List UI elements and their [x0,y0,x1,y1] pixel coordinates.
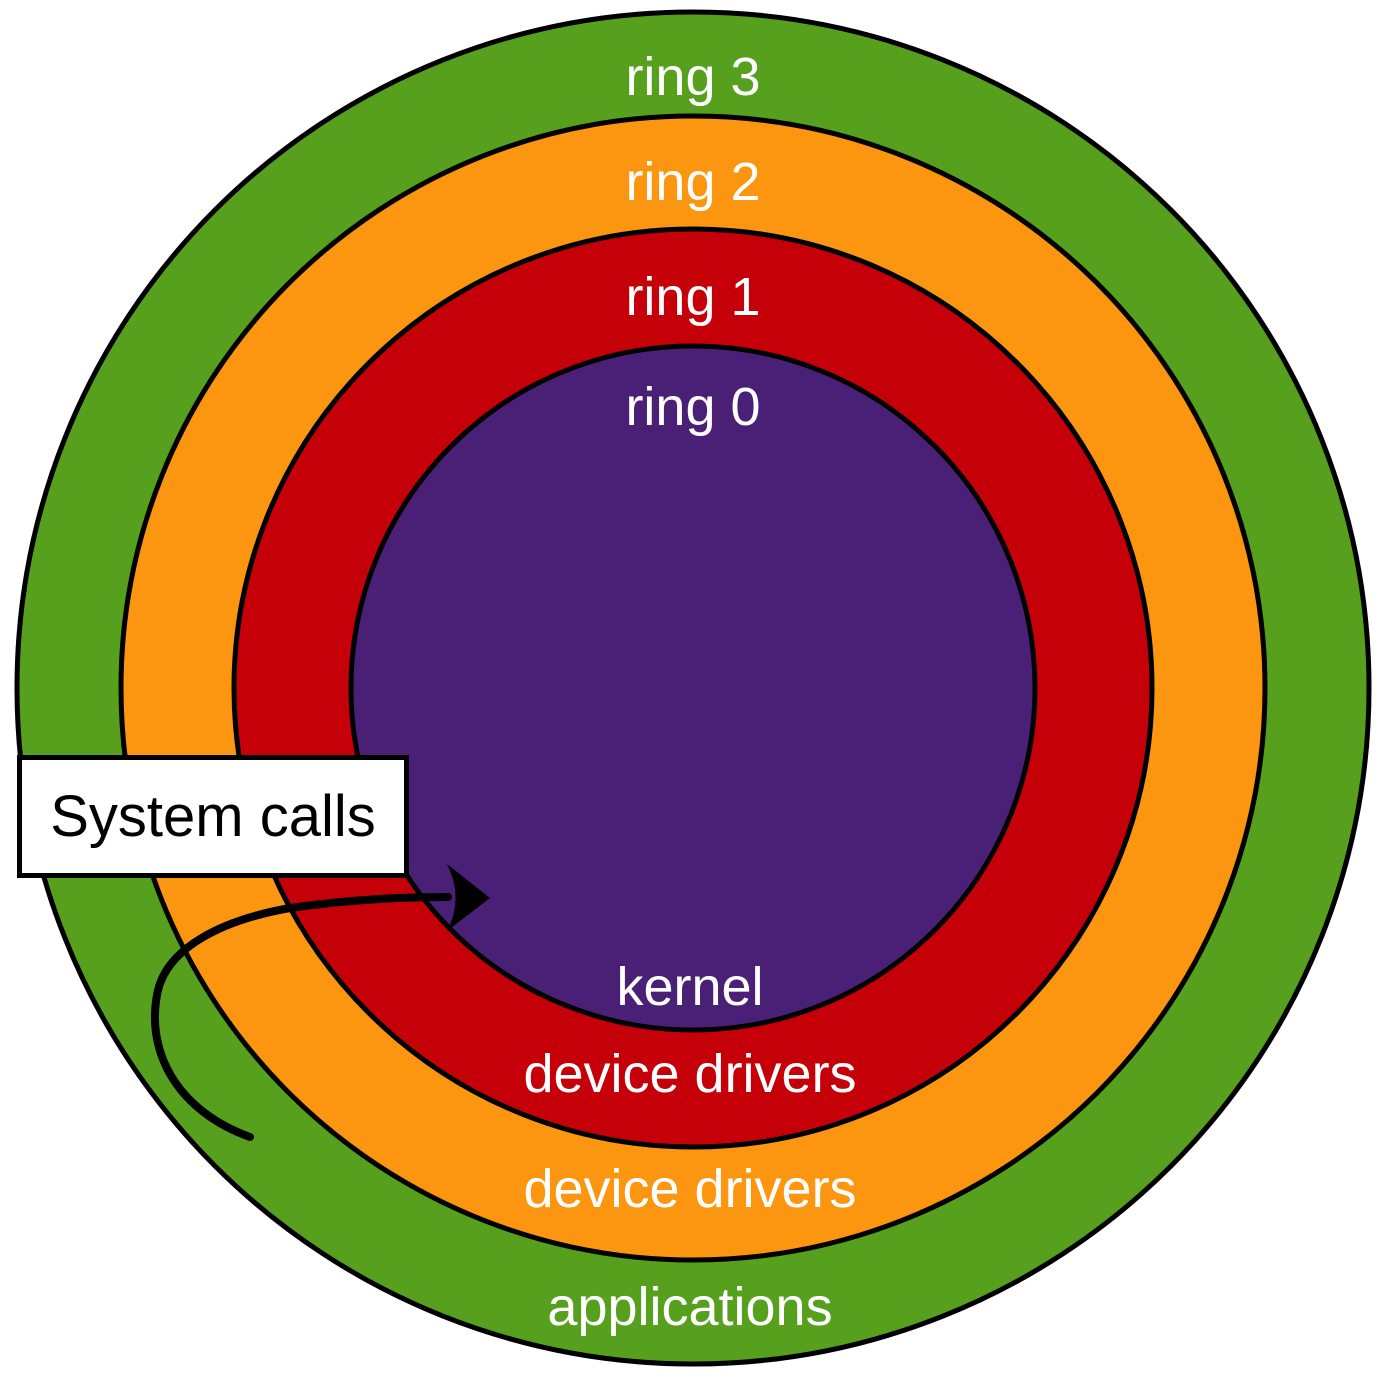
applications-label: applications [547,1277,832,1337]
system-calls-callout: System calls [17,755,409,878]
system-calls-arrow [150,893,452,1141]
ring-0-label: ring 0 [625,377,760,437]
ring-2-label: ring 2 [625,152,760,212]
device-drivers-inner-label: device drivers [523,1044,856,1104]
kernel-label: kernel [616,957,763,1017]
device-drivers-outer-label: device drivers [523,1159,856,1219]
system-calls-label: System calls [50,784,376,849]
ring-3-label: ring 3 [625,47,760,107]
ring-0-circle [348,343,1038,1033]
system-calls-arrowhead-icon [447,864,490,931]
ring-1-label: ring 1 [625,267,760,327]
